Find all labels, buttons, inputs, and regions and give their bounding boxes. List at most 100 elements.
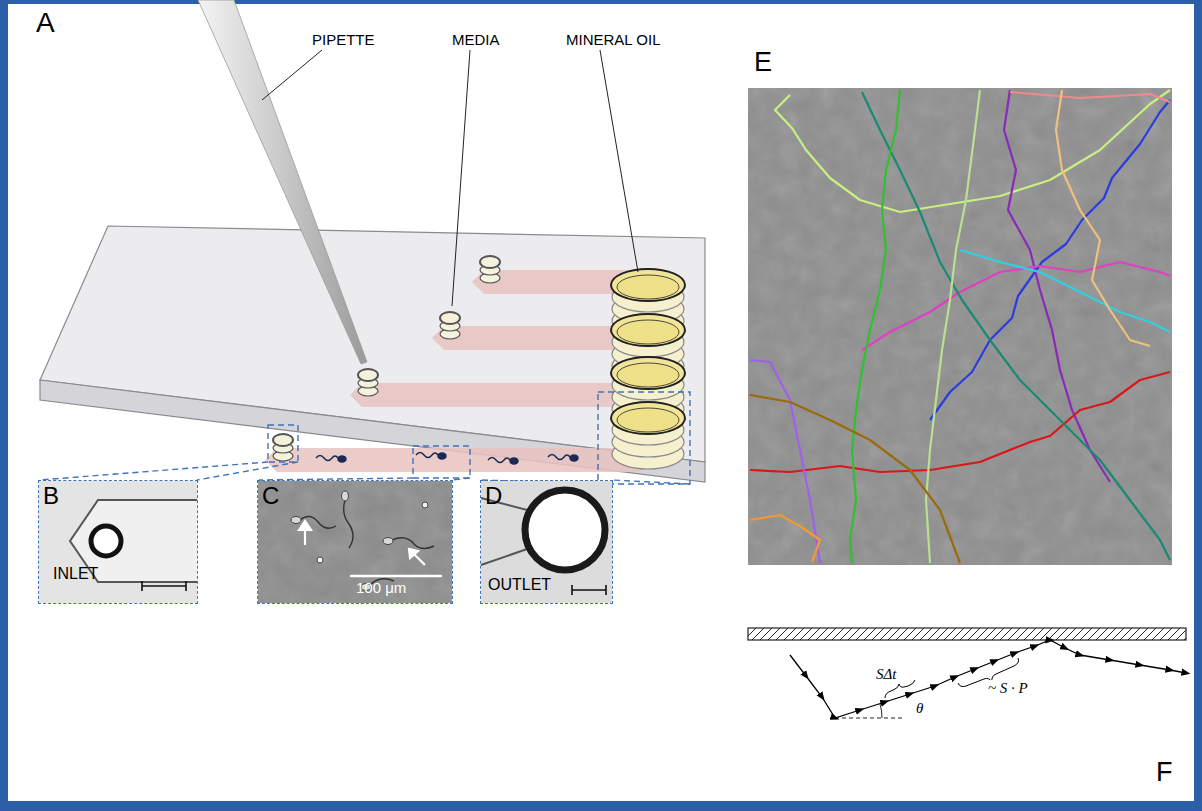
art-ellipse: [291, 517, 301, 524]
art-polyline: [750, 360, 820, 563]
panel-caption: INLET: [53, 565, 98, 583]
art-ellipse: [358, 369, 378, 381]
art-line: [350, 575, 442, 578]
art-ellipse: [611, 269, 685, 301]
part-label: MINERAL OIL: [566, 32, 660, 49]
art-ellipse: [338, 456, 346, 462]
art-polyline: [930, 100, 1170, 420]
art-g: [611, 269, 685, 434]
art-rect: [268, 425, 298, 462]
art-polyline: [1004, 90, 1110, 482]
art-line: [262, 50, 322, 100]
art-ellipse: [438, 453, 446, 459]
art-path: [416, 453, 438, 458]
art-polyline: [926, 90, 980, 563]
art-path: [488, 458, 510, 463]
art-g: [750, 90, 1170, 563]
art-ellipse: [617, 320, 679, 344]
sheet: [8, 4, 1194, 801]
art-polyline: [790, 640, 1186, 718]
art-polyline: [1056, 90, 1150, 346]
art-path: [885, 680, 915, 698]
math-label: SΔt: [874, 666, 898, 683]
art-ellipse: [440, 312, 460, 324]
art-circle: [525, 490, 605, 570]
art-path: [572, 585, 606, 595]
angle-label: θ: [914, 700, 925, 717]
art-rect: [413, 446, 470, 478]
art-line: [835, 718, 905, 719]
art-path: [409, 549, 418, 558]
art-g: [612, 282, 684, 469]
art-path: [299, 521, 311, 530]
art-rect: [258, 481, 452, 603]
art-path: [316, 456, 338, 461]
sperm-panel: C 100 μm: [257, 480, 453, 604]
art-path: [344, 500, 353, 548]
sperm-micrograph: [258, 481, 452, 603]
art-rect: [748, 628, 1186, 640]
scale-label: 100 μm: [356, 580, 406, 597]
art-polyline: [862, 92, 1170, 560]
art-path: [548, 455, 570, 460]
art-g: [300, 500, 434, 585]
trajectory-micrograph: [748, 88, 1172, 565]
art-rect: [258, 481, 452, 603]
art-ellipse: [617, 363, 679, 387]
panel-letter: D: [485, 483, 502, 509]
art-line: [612, 480, 690, 484]
outlet-panel: D OUTLET: [480, 480, 613, 604]
art-g: [299, 521, 425, 565]
panel-caption: OUTLET: [488, 576, 551, 594]
art-circle: [317, 557, 323, 563]
art-polygon: [350, 383, 652, 407]
part-label: MEDIA: [452, 32, 500, 49]
art-polygon: [265, 448, 652, 472]
chip-illustration: [40, 0, 705, 482]
art-polyline: [850, 90, 900, 563]
art-ellipse: [480, 256, 500, 268]
art-rect: [748, 88, 1172, 565]
art-ellipse: [342, 491, 349, 501]
art-ellipse: [570, 455, 578, 461]
part-label: PIPETTE: [312, 32, 375, 49]
art-ellipse: [510, 458, 518, 464]
art-rect: [39, 481, 197, 603]
art-ellipse: [273, 434, 293, 446]
inlet-micrograph: [39, 481, 197, 603]
panel-letter: B: [43, 483, 59, 509]
art-polygon: [40, 380, 705, 482]
art-polyline: [750, 515, 820, 562]
art-rect: [481, 481, 612, 603]
panel-letter: C: [262, 483, 279, 509]
art-path: [392, 538, 434, 549]
art-ellipse: [611, 314, 685, 346]
art-ellipse: [617, 275, 679, 299]
art-g: [316, 453, 578, 465]
art-ellipse: [383, 538, 393, 545]
art-line: [197, 462, 298, 480]
art-line: [414, 554, 425, 565]
art-polyline: [750, 372, 1170, 472]
art-line: [452, 50, 470, 306]
art-polyline: [750, 395, 960, 563]
art-g: [273, 256, 500, 461]
art-rect: [598, 392, 690, 484]
leader-lines: [262, 50, 638, 306]
art-polyline: [960, 250, 1170, 332]
art-ellipse: [611, 357, 685, 389]
art-circle: [91, 526, 121, 556]
math-label: ~ S · P: [986, 680, 1030, 697]
art-polyline: [1010, 92, 1170, 102]
art-ellipse: [617, 408, 679, 432]
art-path: [880, 704, 882, 718]
panel-letter: A: [36, 8, 55, 39]
art-line: [40, 462, 268, 480]
art-polyline: [862, 262, 1170, 350]
panel-letter: E: [754, 48, 772, 78]
inlet-panel: B INLET: [38, 480, 198, 604]
wall-schematic: [748, 628, 1186, 718]
art-rect: [748, 88, 1172, 565]
art-line: [452, 478, 470, 480]
